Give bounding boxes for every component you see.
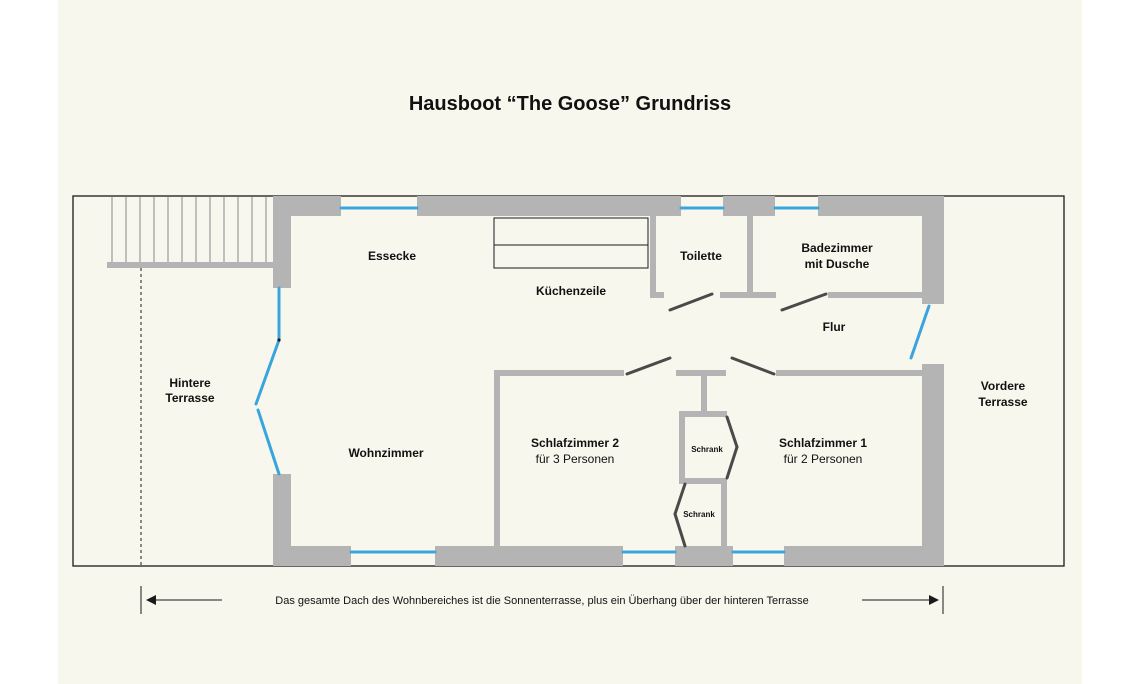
wall-bottom-schrank [675, 546, 733, 566]
door-toilet [668, 292, 714, 312]
door-wardrobe-upper-2 [725, 445, 739, 480]
label-wohnzimmer: Wohnzimmer [348, 446, 423, 460]
arrow-left-icon [146, 595, 156, 605]
label-schlafzimmer1: Schlafzimmer 1 [779, 436, 867, 450]
stairs [111, 197, 267, 262]
wall-toilet-bottom [720, 292, 776, 298]
label-badezimmer-line1: Badezimmer [801, 241, 873, 255]
door-bedroom1 [730, 356, 776, 376]
label-schlafzimmer2: Schlafzimmer 2 [531, 436, 619, 450]
label-toilette: Toilette [680, 249, 722, 263]
label-badezimmer-line2: mit Dusche [805, 257, 870, 271]
doors [625, 292, 828, 548]
wall-bedroom1-top [776, 370, 924, 376]
wall-left-upper [273, 196, 291, 288]
wall-bottom-right [784, 546, 944, 566]
wall-bottom-middle [435, 546, 623, 566]
label-schlafzimmer2-capacity: für 3 Personen [536, 452, 615, 466]
wall-bedroom2-top [494, 370, 624, 376]
wardrobe-middle [679, 478, 727, 484]
wall-top-toilet [723, 196, 775, 216]
wall-right-lower [922, 364, 944, 566]
window-front-door [909, 304, 931, 360]
windows [254, 206, 931, 554]
plan-title: Hausboot “The Goose” Grundriss [409, 93, 731, 115]
wall-bath-bottom [828, 292, 924, 298]
plan-background [58, 0, 1082, 684]
wardrobe-right-lower [721, 478, 727, 548]
door-bedroom2 [625, 356, 672, 376]
label-vordere-terrasse-line1: Vordere [981, 379, 1026, 393]
window-rear-door-lower [256, 408, 281, 476]
label-schrank-upper: Schrank [691, 445, 723, 454]
wardrobe-left [679, 411, 685, 481]
door-wardrobe-lower [673, 482, 687, 516]
walls [273, 196, 944, 566]
label-schrank-lower: Schrank [683, 510, 715, 519]
label-vordere-terrasse-line2: Terrasse [978, 395, 1027, 409]
wall-center-stem [701, 370, 707, 414]
wall-toilet-right [747, 210, 753, 298]
label-hintere-terrasse-line2: Terrasse [165, 391, 214, 405]
wall-bottom-left [273, 546, 351, 566]
dimension-line [140, 586, 944, 614]
wall-top-right [818, 196, 944, 216]
door-wardrobe-lower-2 [673, 512, 687, 548]
wall-top-middle [417, 196, 681, 216]
door-bath [780, 292, 828, 312]
label-kuechenzeile: Küchenzeile [536, 284, 606, 298]
wall-left-lower [273, 474, 291, 566]
window-rear-door-upper [254, 338, 281, 406]
wall-toilet-left [650, 210, 656, 298]
arrow-right-icon [929, 595, 939, 605]
label-flur: Flur [823, 320, 846, 334]
label-hintere-terrasse-line1: Hintere [169, 376, 211, 390]
door-wardrobe-upper [725, 415, 739, 449]
wall-right-upper [922, 196, 944, 304]
stairs-landing [107, 262, 273, 268]
dimension-note: Das gesamte Dach des Wohnbereiches ist d… [275, 595, 808, 607]
label-schlafzimmer1-capacity: für 2 Personen [784, 452, 863, 466]
wardrobe-top [679, 411, 727, 417]
wall-toilet-left-foot [650, 292, 664, 298]
rear-door-hinge [277, 338, 281, 342]
wall-bedroom2-left [494, 370, 500, 548]
kitchen-counter [493, 217, 649, 269]
label-essecke: Essecke [368, 249, 416, 263]
